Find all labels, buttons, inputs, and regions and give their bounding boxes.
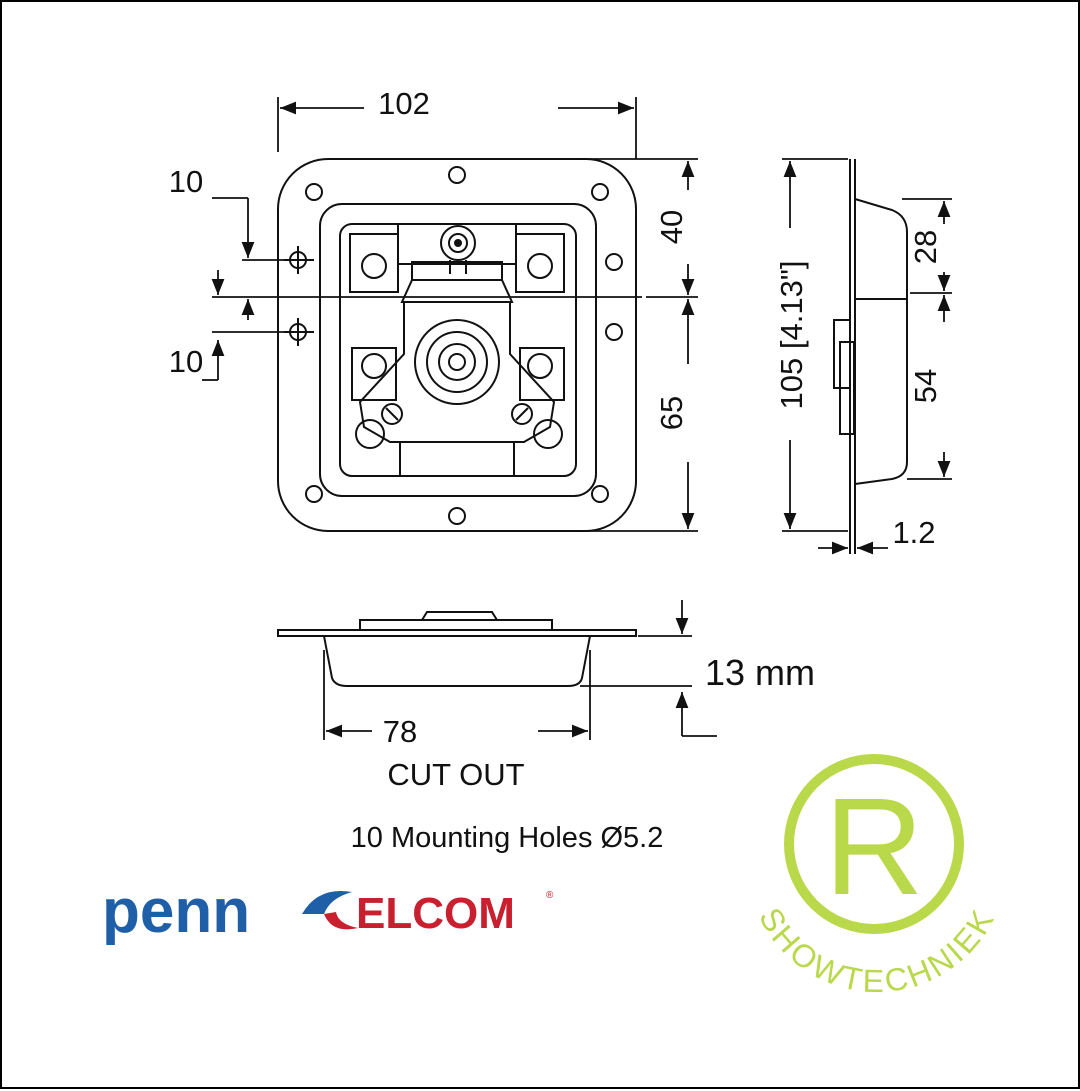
recessed-dish: [319, 203, 597, 497]
cutout-caption: CUT OUT: [387, 757, 524, 792]
mounting-holes-caption: 10 Mounting Holes Ø5.2: [351, 822, 664, 854]
penn-elcom-logo: penn ELCOM ®: [102, 877, 554, 946]
dim-cutout-width-label: 78: [383, 714, 417, 749]
logo-ring: [784, 754, 964, 934]
dim-width-label: 102: [378, 86, 430, 121]
dim-lower-height-label: 65: [654, 396, 689, 430]
front-dimensions: [202, 97, 698, 532]
swoosh-icon: [302, 890, 358, 930]
side-view: [833, 159, 908, 554]
dim-thickness-label: 1.2: [892, 515, 935, 550]
side-dimensions: [782, 158, 952, 555]
dim-upper-height-label: 40: [654, 210, 689, 244]
penn-wordmark: penn: [102, 877, 250, 946]
bottom-dimensions: [323, 600, 717, 740]
dim-side-bottom-label: 54: [908, 369, 943, 403]
dim-offset-bottom-label: 10: [169, 344, 203, 379]
elcom-wordmark: ELCOM: [356, 889, 515, 938]
bottom-view: [277, 611, 637, 687]
r-showtechniek-logo: R SHOWTECHNIEK: [752, 754, 999, 999]
dim-total-height-label: 105 [4.13"]: [774, 261, 809, 410]
outer-flange: [277, 158, 637, 532]
svg-text:®: ®: [546, 890, 554, 901]
dim-offset-top-label: 10: [169, 164, 203, 199]
logo-letter: R: [824, 770, 924, 924]
front-view: [277, 158, 637, 532]
dim-side-top-label: 28: [908, 230, 943, 264]
dim-depth-label: 13 mm: [705, 652, 815, 693]
